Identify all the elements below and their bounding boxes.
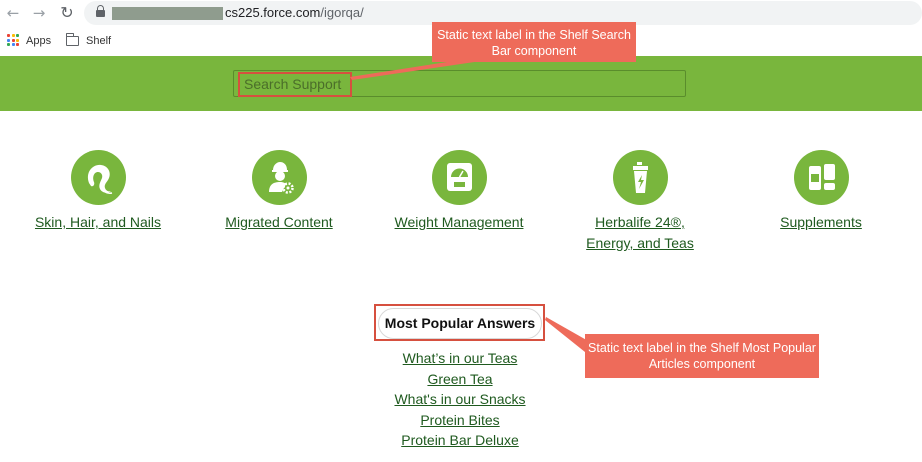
category-skin-hair-nails[interactable]: Skin, Hair, and Nails [30, 150, 166, 233]
search-callout: Static text label in the Shelf Search Ba… [432, 22, 636, 62]
bookmark-apps[interactable]: Apps [26, 35, 52, 47]
answer-link[interactable]: Protein Bar Deluxe [401, 432, 519, 448]
url-path: /igorqa/ [320, 5, 364, 20]
answer-link[interactable]: What's in our Snacks [394, 391, 526, 407]
popular-callout: Static text label in the Shelf Most Popu… [585, 334, 819, 378]
category-herbalife-energy-teas[interactable]: Herbalife 24®, Energy, and Teas [570, 150, 710, 254]
folder-icon[interactable] [66, 33, 79, 46]
lock-icon[interactable] [96, 5, 105, 17]
list-item: Protein Bites [360, 410, 560, 431]
answer-link[interactable]: Protein Bites [420, 411, 500, 428]
browser-address-bar: ← → ↻ cs225.force.com/igorqa/ [0, 0, 922, 26]
category-label[interactable]: Migrated Content [225, 214, 333, 230]
scale-icon [431, 150, 487, 205]
category-label[interactable]: Herbalife 24®, Energy, and Teas [586, 214, 694, 251]
shelf-search-banner [0, 56, 922, 111]
bookmark-shelf[interactable]: Shelf [86, 35, 112, 47]
category-weight-management[interactable]: Weight Management [388, 150, 530, 233]
reload-icon[interactable]: ↻ [60, 3, 74, 22]
hair-icon [70, 150, 126, 205]
apps-grid-icon[interactable] [7, 34, 19, 46]
energy-drink-icon [612, 150, 668, 205]
popular-answers-title: Most Popular Answers [378, 308, 542, 339]
list-item: What’s in our Teas [360, 348, 560, 369]
search-callout-pointer [350, 60, 488, 80]
category-label[interactable]: Weight Management [394, 214, 524, 230]
back-arrow-icon[interactable]: ← [6, 4, 20, 22]
search-input[interactable] [233, 70, 686, 97]
forward-arrow-icon[interactable]: → [32, 4, 46, 22]
category-migrated-content[interactable]: Migrated Content [218, 150, 340, 233]
url-redacted-segment [112, 7, 223, 20]
list-item: Protein Bar Deluxe [360, 430, 560, 451]
category-label[interactable]: Skin, Hair, and Nails [34, 214, 162, 230]
answer-link[interactable]: What’s in our Teas [402, 350, 518, 366]
url-host: cs225.force.com [225, 5, 321, 20]
url-field[interactable] [84, 1, 922, 25]
list-item: What's in our Snacks [360, 389, 560, 410]
popular-answers-list: What’s in our Teas Green Tea What's in o… [360, 348, 560, 451]
supplements-icon [793, 150, 849, 205]
category-label[interactable]: Supplements [780, 214, 862, 230]
answer-link[interactable]: Green Tea [427, 370, 493, 387]
category-supplements[interactable]: Supplements [770, 150, 872, 233]
list-item: Green Tea [360, 369, 560, 390]
popular-callout-pointer [545, 317, 590, 356]
user-gear-icon [251, 150, 307, 205]
url-text[interactable]: cs225.force.com/igorqa/ [225, 5, 364, 20]
